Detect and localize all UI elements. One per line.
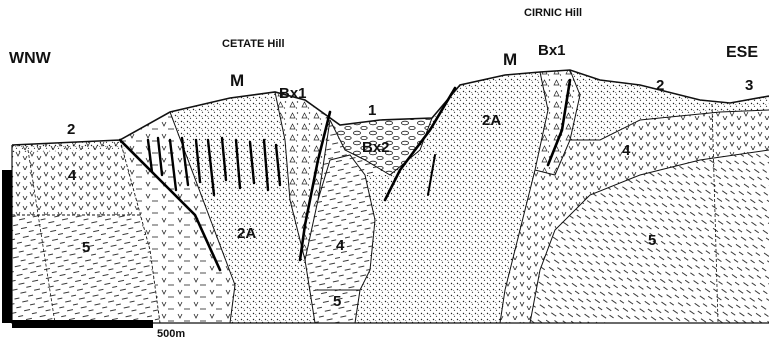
unit-label-3: 3 — [745, 77, 753, 94]
unit-label-5-left: 5 — [82, 239, 90, 256]
scale-bar-horizontal — [12, 320, 153, 328]
unit-label-4-left: 4 — [68, 167, 77, 184]
unit-label-bx2: Bx2 — [362, 139, 390, 156]
hill-cirnic-label: CIRNIC Hill — [524, 7, 582, 19]
unit-label-2-left: 2 — [67, 121, 75, 138]
unit-label-2a-right: 2A — [482, 112, 501, 129]
unit-label-1: 1 — [368, 102, 376, 119]
direction-west-label: WNW — [9, 50, 52, 67]
unit-label-2a-left: 2A — [237, 225, 256, 242]
unit-label-bx1-left: Bx1 — [279, 85, 307, 102]
unit-label-4-center: 4 — [336, 237, 345, 254]
hill-cetate-label: CETATE Hill — [222, 38, 285, 50]
unit-label-m-left: M — [230, 71, 244, 90]
unit-label-bx1-right: Bx1 — [538, 42, 566, 59]
unit-label-m-right: M — [503, 50, 517, 69]
unit-label-4-right: 4 — [622, 142, 631, 159]
direction-east-label: ESE — [726, 44, 758, 61]
scale-bar-vertical — [2, 170, 12, 323]
unit-label-5-right: 5 — [648, 232, 656, 249]
unit-label-2-right: 2 — [656, 77, 664, 94]
geological-units — [0, 60, 769, 330]
unit-label-5-center: 5 — [333, 293, 341, 310]
scale-bar-label: 500m — [157, 328, 185, 340]
